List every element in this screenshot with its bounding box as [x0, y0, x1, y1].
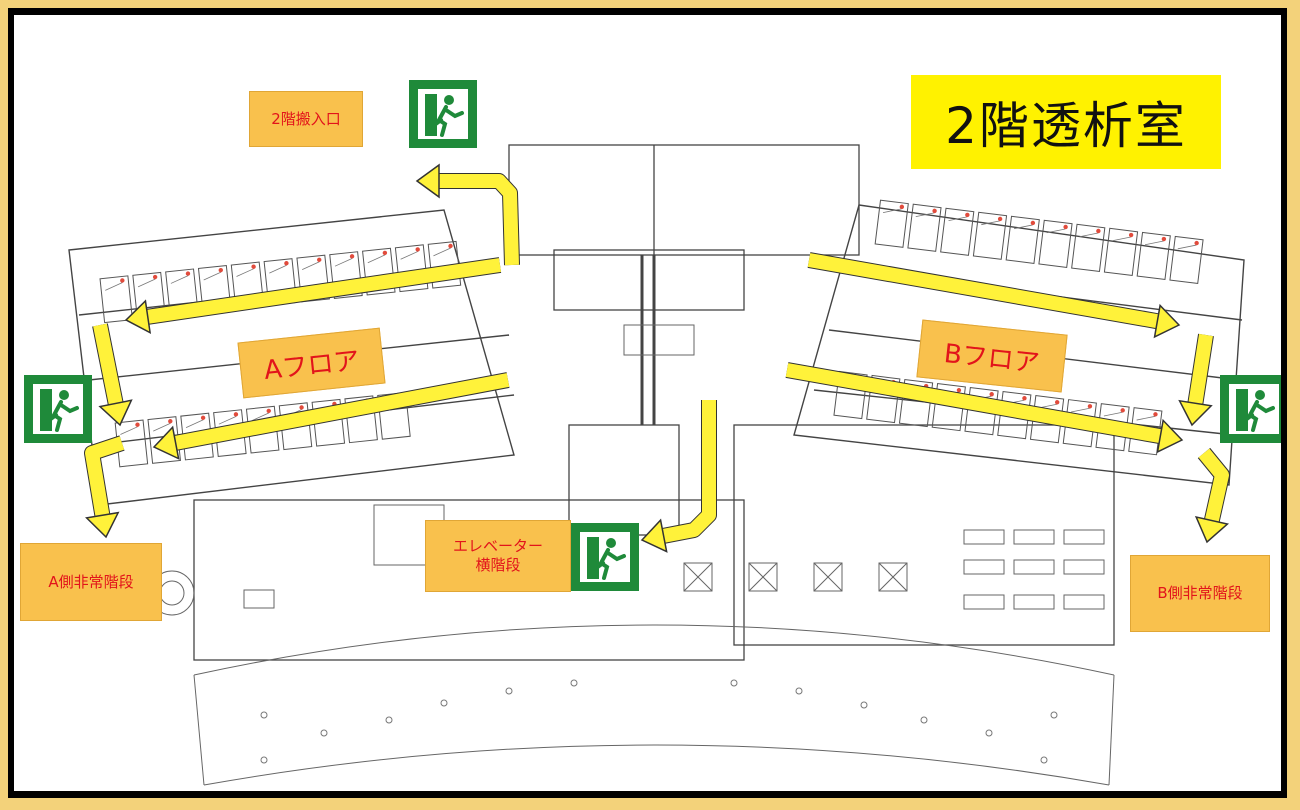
lower-furniture: [243, 324, 1105, 610]
loading-entrance-label: 2階搬入口: [249, 91, 363, 147]
exit-sign-loading-icon: [409, 80, 477, 148]
arrow-a-down-to-exit: [92, 323, 133, 427]
elevator-stairs-label-line1: エレベーター: [452, 537, 543, 556]
plaza-outline: [193, 624, 1115, 786]
exit-sign-a-side-icon: [24, 375, 92, 443]
elevator-stairs-label-line2: 横階段: [475, 556, 521, 574]
arrow-b-down-to-exit: [1178, 333, 1214, 427]
arrow-a-upper-west: [124, 257, 502, 334]
b-side-emergency-stairs-label: B側非常階段: [1130, 555, 1270, 632]
floor-plan-canvas: 2階透析室 2階搬入口 Aフロア Bフロア エレベーター 横階段 A側非常階段 …: [14, 15, 1281, 791]
arrow-b-lower-east: [785, 362, 1184, 454]
plaza-columns: [260, 679, 1058, 764]
floor-plan-drawing: [68, 144, 1245, 786]
arrow-a-to-stairs: [84, 435, 125, 539]
evacuation-arrows: [84, 163, 1230, 553]
elevator-stairs-label: エレベーター 横階段: [425, 520, 571, 592]
arrow-b-to-stairs: [1194, 447, 1230, 544]
page-title: 2階透析室: [911, 75, 1221, 169]
a-side-emergency-stairs-label: A側非常階段: [20, 543, 162, 621]
arrow-to-loading: [415, 163, 520, 266]
arrow-b-upper-east: [807, 252, 1181, 339]
exit-sign-b-side-icon: [1220, 375, 1281, 443]
arrow-center-to-elevator: [640, 400, 717, 553]
central-core-outline: [193, 144, 1115, 661]
map-frame: 2階透析室 2階搬入口 Aフロア Bフロア エレベーター 横階段 A側非常階段 …: [8, 8, 1287, 798]
arrow-a-lower-west: [152, 372, 510, 460]
exit-sign-elevator-icon: [571, 523, 639, 591]
